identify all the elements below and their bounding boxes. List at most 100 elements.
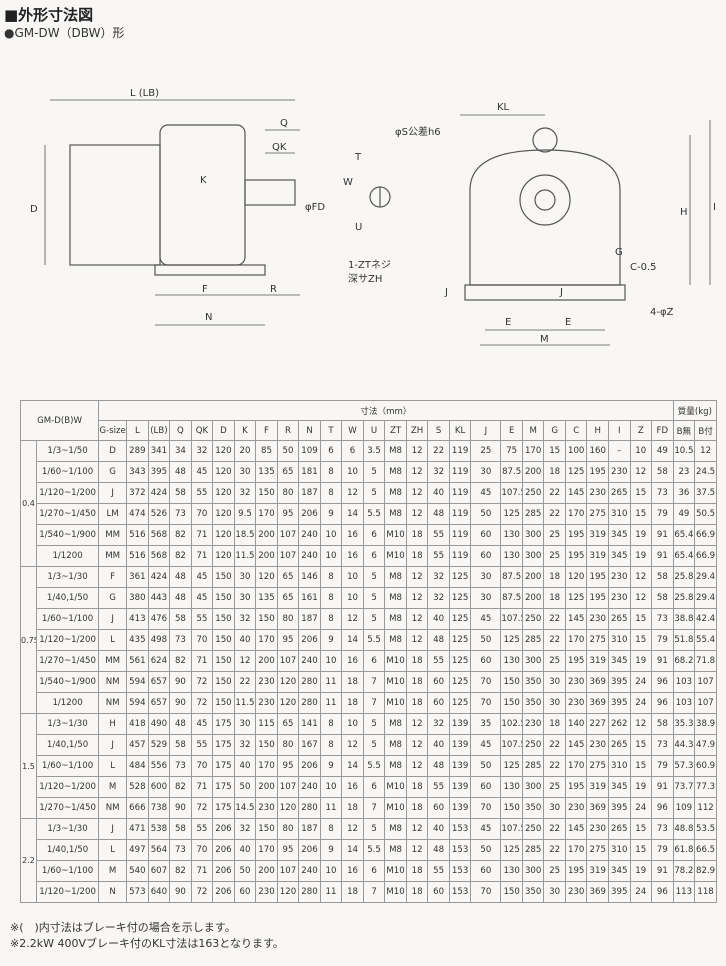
table-cell: 153 [448,818,472,840]
table-cell: 457 [126,734,149,756]
table-cell: 175 [212,776,235,798]
label-ZH: 深サZH [348,273,382,285]
label-E-right: E [565,317,571,328]
ratio-cell: 1/3~1/30 [36,818,100,840]
table-cell: 250 [521,734,545,756]
table-cell: 119 [448,440,472,462]
table-cell: 135 [255,461,278,483]
table-cell: 230 [255,692,278,714]
table-cell: 12 [405,440,429,462]
table-cell: M10 [384,524,407,546]
table-cell: 34 [169,440,192,462]
table-cell: 48.8 [672,818,696,840]
table-cell: 195 [564,524,588,546]
table-cell: 600 [147,776,171,798]
table-cell: 10.5 [672,440,696,462]
table-cell: 230 [564,797,588,819]
table-cell: 96 [651,671,674,693]
label-L: L (LB) [130,88,159,99]
table-cell: 107 [276,860,300,882]
table-cell: 18 [405,524,429,546]
table-cell: 82 [169,776,192,798]
table-cell: 71 [190,545,214,567]
table-cell: 18 [405,650,429,672]
column-header: ZH [405,420,429,441]
label-E-left: E [505,317,511,328]
table-cell: 32 [427,566,450,588]
table-cell: 22 [543,629,566,651]
table-cell: 79 [651,503,674,525]
table-cell: 265 [607,734,631,756]
table-cell: 12 [405,734,429,756]
table-cell: 130 [500,776,523,798]
table-cell: 170 [564,503,588,525]
table-cell: 65 [276,713,300,735]
table-cell: 66.9 [694,524,717,546]
table-cell: 32 [427,713,450,735]
table-cell: 90 [169,797,192,819]
table-cell: 60.9 [694,755,717,777]
table-cell: 5.5 [362,755,386,777]
table-cell: 55 [427,650,450,672]
model-subtitle: ●GM-DW（DBW）形 [4,26,125,40]
table-cell: 60 [427,692,450,714]
table-cell: 139 [448,713,472,735]
column-header: QK [190,420,214,441]
ratio-cell: 1/120~1/200 [36,629,100,651]
table-cell: 161 [298,587,321,609]
table-cell: G [98,587,128,609]
table-cell: 29.4 [694,566,717,588]
column-header: C [564,420,588,441]
table-cell: 319 [586,524,609,546]
table-cell: 200 [255,860,278,882]
table-cell: 10 [629,440,653,462]
table-cell: 30 [470,461,502,483]
table-cell: 538 [147,818,171,840]
table-cell: 19 [629,650,653,672]
column-header: N [298,420,321,441]
table-cell: 310 [607,839,631,861]
table-cell: 24.5 [694,461,717,483]
column-header: J [470,420,502,441]
table-cell: 206 [212,881,235,903]
table-cell: 125 [448,692,472,714]
table-cell: 25 [543,650,566,672]
table-cell: 250 [521,608,545,630]
table-cell: 35.3 [672,713,696,735]
table-cell: 18 [405,860,429,882]
ratio-cell: 1/540~1/900 [36,524,100,546]
table-cell: 150 [212,650,235,672]
footnotes: ※( )内寸法はブレーキ付の場合を示します。 ※2.2kW 400Vブレーキ付の… [10,920,284,952]
table-cell: 10 [319,860,343,882]
table-cell: L [98,755,128,777]
table-cell: 18 [543,587,566,609]
table-cell: 49 [672,503,696,525]
table-cell: 45 [190,566,214,588]
table-cell: 70 [190,629,214,651]
table-cell: 150 [212,671,235,693]
table-cell: 18 [405,776,429,798]
table-cell: 18 [341,671,364,693]
table-cell: 18 [543,461,566,483]
table-cell: 230 [255,671,278,693]
table-cell: 120 [255,566,278,588]
table-cell: 230 [564,881,588,903]
table-cell: 230 [564,692,588,714]
column-header: Q [169,420,192,441]
table-cell: NM [98,797,128,819]
table-cell: M [98,860,128,882]
ratio-cell: 1/270~1/450 [36,650,100,672]
table-cell: 48 [427,755,450,777]
table-cell: 150 [500,797,523,819]
table-cell: 319 [586,860,609,882]
dimension-drawing: L (LB) Q QK K D φFD F R N T W U φS公差h6 1… [30,88,716,346]
table-cell: 10 [341,587,364,609]
table-cell: 319 [586,650,609,672]
table-cell: LM [98,503,128,525]
table-cell: 80 [276,734,300,756]
mass-header: 質量(kg) [672,400,718,421]
table-cell: 568 [147,545,171,567]
